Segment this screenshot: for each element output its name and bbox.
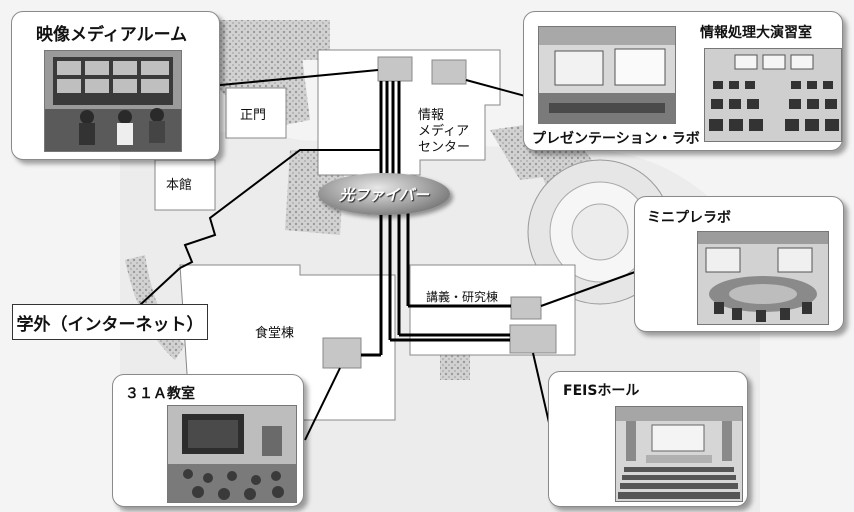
honkan-label: 本館 — [166, 178, 192, 194]
node-box-center-left — [378, 57, 412, 81]
mini-pre-lab-title: ミニプレラボ — [647, 207, 731, 227]
eizo-media-room-photo — [44, 50, 182, 152]
room-31a-card: ３１Ａ教室 — [112, 374, 304, 507]
node-box-center-right — [432, 60, 466, 84]
optical-fiber-hub: 光ファイバー — [318, 173, 450, 215]
node-box-mini-lab — [511, 297, 541, 319]
info-center-label-1: 情報 — [418, 108, 444, 124]
johoshori-room-title: 情報処理大演習室 — [700, 22, 812, 42]
presentation-lab-card: 情報処理大演習室 — [523, 11, 843, 151]
info-center-label-3: センター — [418, 140, 470, 156]
feis-hall-card: FEISホール — [548, 371, 748, 507]
eizo-media-room-title: 映像メディアルーム — [36, 20, 187, 45]
johoshori-room-photo — [704, 48, 842, 142]
mini-pre-lab-photo — [697, 231, 829, 325]
shokudo-label: 食堂棟 — [255, 326, 294, 342]
room-31a-photo — [167, 405, 297, 503]
feis-hall-title: FEISホール — [563, 380, 639, 400]
kogi-label: 講義・研究棟 — [426, 290, 498, 305]
presentation-lab-title: プレゼンテーション・ラボ — [532, 128, 700, 148]
internet-box: 学外（インターネット） — [12, 304, 208, 340]
info-center-label-2: メディア — [418, 124, 469, 140]
mini-pre-lab-card: ミニプレラボ — [634, 196, 844, 332]
internet-label: 学外（インターネット） — [17, 310, 204, 335]
feis-hall-photo — [615, 406, 743, 502]
presentation-lab-photo — [538, 26, 676, 124]
node-box-31a — [323, 338, 361, 368]
eizo-media-room-card: 映像メディアルーム — [11, 11, 220, 160]
node-box-feis — [510, 325, 556, 353]
optical-fiber-label: 光ファイバー — [339, 184, 429, 205]
seimon-label: 正門 — [240, 108, 266, 124]
room-31a-title: ３１Ａ教室 — [125, 383, 195, 403]
